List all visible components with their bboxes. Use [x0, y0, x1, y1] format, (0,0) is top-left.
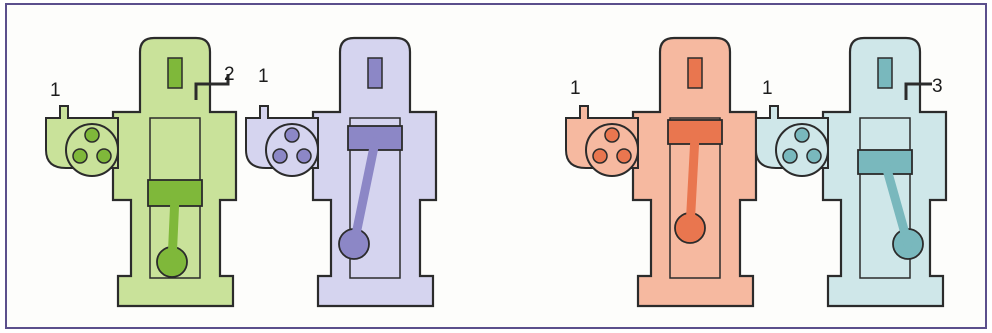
label-3: 3: [932, 76, 943, 97]
blower-lobe: [605, 128, 619, 142]
blower-lobe: [73, 149, 87, 163]
label-1: 1: [570, 78, 581, 99]
blower-lobe: [807, 149, 821, 163]
blower-lobe: [285, 128, 299, 142]
engine-stroke-4: 1 3: [756, 38, 946, 306]
blower-lobe: [617, 149, 631, 163]
injector: [168, 58, 182, 88]
label-2: 2: [224, 64, 235, 85]
injector: [368, 58, 382, 88]
blower-lobe: [85, 128, 99, 142]
blower-lobe: [273, 149, 287, 163]
label-1: 1: [50, 80, 61, 101]
injector: [878, 58, 892, 88]
connecting-rod: [690, 136, 695, 228]
label-1: 1: [258, 66, 269, 87]
blower-lobe: [795, 128, 809, 142]
engine-stroke-1: 1 2: [46, 38, 236, 306]
blower-lobe: [297, 149, 311, 163]
blower-lobe: [783, 149, 797, 163]
label-1: 1: [762, 78, 773, 99]
blower-lobe: [97, 149, 111, 163]
connecting-rod: [172, 196, 175, 262]
injector: [688, 58, 702, 88]
blower-lobe: [593, 149, 607, 163]
engine-stroke-2: 1: [246, 38, 436, 306]
engine-stroke-3: 1: [566, 38, 756, 306]
